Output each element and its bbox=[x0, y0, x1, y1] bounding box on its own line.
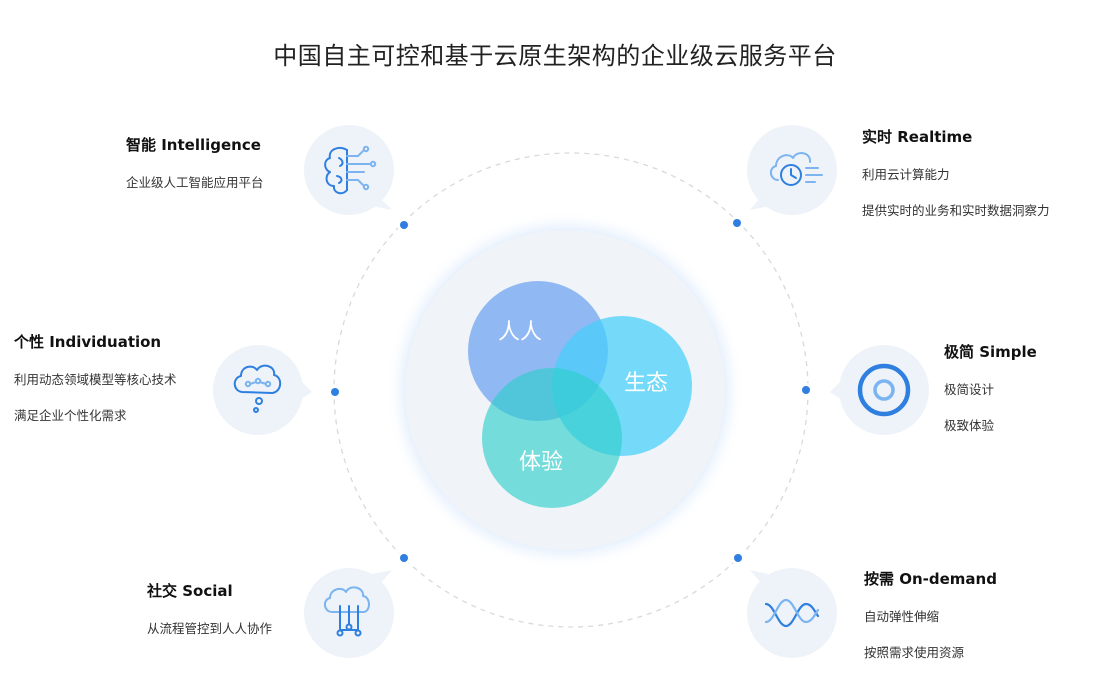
cloud-clock-icon bbox=[770, 152, 823, 186]
ring-dot bbox=[331, 388, 339, 396]
bubble-simple bbox=[830, 345, 929, 435]
thought-bubble-icon bbox=[233, 364, 282, 413]
ring-dot bbox=[734, 554, 742, 562]
ring-dots bbox=[328, 216, 813, 565]
feature-desc-intelligence-1: 企业级人工智能应用平台 bbox=[126, 175, 264, 190]
feature-ondemand: 按需 On-demand 自动弹性伸缩 按照需求使用资源 bbox=[864, 568, 997, 661]
feature-title-individuation: 个性 Individuation bbox=[14, 333, 162, 351]
feature-title-social: 社交 Social bbox=[147, 582, 233, 600]
venn-label-ecology: 生态 bbox=[624, 371, 668, 396]
venn-diagram: 人人 生态 体验 bbox=[468, 281, 692, 508]
feature-desc-ondemand-2: 按照需求使用资源 bbox=[864, 645, 965, 660]
cloud-network-icon bbox=[324, 586, 370, 637]
feature-desc-realtime-2: 提供实时的业务和实时数据洞察力 bbox=[862, 203, 1050, 218]
feature-desc-social-1: 从流程管控到人人协作 bbox=[147, 621, 273, 636]
page-title: 中国自主可控和基于云原生架构的企业级云服务平台 bbox=[273, 42, 837, 70]
ring-dot bbox=[400, 554, 408, 562]
bubble-intelligence bbox=[304, 125, 394, 215]
ring-dot bbox=[802, 386, 810, 394]
feature-title-simple: 极简 Simple bbox=[944, 343, 1037, 361]
target-circle-icon bbox=[857, 363, 911, 417]
feature-title-ondemand: 按需 On-demand bbox=[864, 570, 997, 588]
bubble-individuation bbox=[213, 345, 312, 435]
ring-dot bbox=[733, 219, 741, 227]
feature-title-intelligence: 智能 Intelligence bbox=[126, 136, 261, 154]
venn-label-experience: 体验 bbox=[519, 450, 563, 475]
brain-icon bbox=[324, 145, 377, 195]
feature-desc-simple-1: 极简设计 bbox=[944, 382, 995, 397]
feature-desc-individuation-1: 利用动态领域模型等核心技术 bbox=[14, 372, 177, 387]
ring-dot bbox=[400, 221, 408, 229]
feature-desc-simple-2: 极致体验 bbox=[944, 418, 995, 433]
wave-icon bbox=[764, 598, 820, 628]
feature-intelligence: 智能 Intelligence 企业级人工智能应用平台 bbox=[126, 134, 264, 191]
venn-circle-experience bbox=[482, 368, 622, 508]
feature-desc-realtime-1: 利用云计算能力 bbox=[862, 167, 950, 182]
feature-realtime: 实时 Realtime 利用云计算能力 提供实时的业务和实时数据洞察力 bbox=[862, 126, 1050, 219]
feature-title-realtime: 实时 Realtime bbox=[862, 128, 973, 146]
feature-simple: 极简 Simple 极简设计 极致体验 bbox=[944, 341, 1037, 434]
bubble-ondemand bbox=[747, 568, 837, 658]
feature-individuation: 个性 Individuation 利用动态领域模型等核心技术 满足企业个性化需求 bbox=[14, 331, 177, 424]
feature-social: 社交 Social 从流程管控到人人协作 bbox=[147, 580, 272, 637]
feature-desc-ondemand-1: 自动弹性伸缩 bbox=[864, 609, 940, 624]
feature-desc-individuation-2: 满足企业个性化需求 bbox=[14, 408, 127, 423]
venn-label-people: 人人 bbox=[498, 320, 542, 345]
